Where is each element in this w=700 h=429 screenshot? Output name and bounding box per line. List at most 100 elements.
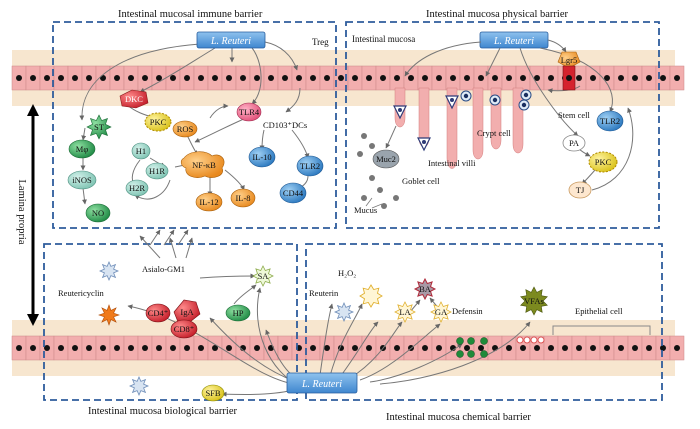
physical-panel — [345, 21, 660, 229]
cell-nucleus — [170, 345, 176, 351]
pa-node — [562, 134, 586, 152]
cell-nucleus — [534, 345, 540, 351]
il8-node — [230, 188, 256, 208]
la-star — [394, 301, 416, 323]
dkc-label: DKC — [125, 94, 143, 104]
cell-nucleus — [72, 75, 78, 81]
cell-nucleus — [408, 75, 414, 81]
inos-node — [67, 170, 97, 190]
cell-nucleus — [310, 75, 316, 81]
pkc-node — [144, 112, 172, 132]
cross-panel-arrows — [149, 229, 189, 246]
cell-nucleus — [352, 75, 358, 81]
cd4-node — [145, 303, 171, 323]
stem-cell-label: Stem cell — [558, 110, 591, 120]
tlr2-node-immune — [296, 155, 324, 177]
cell-nucleus — [170, 75, 176, 81]
cell-nucleus — [212, 75, 218, 81]
ba-star — [413, 277, 437, 301]
hp-node — [225, 304, 251, 322]
cell-nucleus — [282, 75, 288, 81]
cell-nucleus — [30, 75, 36, 81]
nfkb-label: NF-κB — [192, 160, 216, 170]
vfas-node — [520, 286, 548, 316]
iga-label: IgA — [180, 307, 194, 317]
cell-nucleus — [58, 75, 64, 81]
lgr5-node — [557, 51, 581, 69]
muc2-label: Muc2 — [376, 154, 396, 164]
cell-nucleus — [128, 75, 134, 81]
cell-nucleus — [646, 75, 652, 81]
tlr4-label: TLR4 — [239, 107, 260, 117]
ros-node — [172, 120, 198, 138]
stem-cell-nucleus — [566, 75, 572, 81]
cell-nucleus — [254, 345, 260, 351]
il12-node — [195, 192, 223, 212]
intestinal-mucosa-label: Intestinal mucosa — [352, 34, 415, 44]
chemical-panel — [305, 243, 663, 401]
goblet-cells — [393, 95, 459, 152]
cell-nucleus — [604, 75, 610, 81]
cell-nucleus — [352, 345, 358, 351]
cell-nucleus — [436, 75, 442, 81]
cell-nucleus — [436, 345, 442, 351]
st-label: ST — [94, 122, 105, 132]
cell-nucleus — [576, 75, 582, 81]
sfb-label: SFB — [205, 388, 220, 398]
macrophage-node — [68, 139, 96, 159]
cell-nucleus — [450, 75, 456, 81]
chemical-panel-title: Intestinal mucosa chemical barrier — [386, 412, 531, 423]
cd103-label: CD103⁺DCs — [263, 120, 307, 130]
vfa-vesicles — [516, 336, 545, 344]
cell-nucleus — [184, 345, 190, 351]
ga-star — [430, 301, 452, 323]
h2r-label: H2R — [129, 183, 145, 193]
tj-node — [568, 181, 592, 199]
cell-nucleus — [394, 345, 400, 351]
cell-nucleus — [324, 345, 330, 351]
cd8-label: CD8⁺ — [174, 324, 195, 334]
treg-label: Treg — [312, 37, 329, 47]
cell-nucleus — [226, 75, 232, 81]
physical-arrows — [385, 39, 634, 191]
arrow-head-up — [27, 104, 39, 116]
defensin-label: Defensin — [452, 306, 483, 316]
h2r-node — [125, 179, 149, 197]
cell-nucleus — [268, 75, 274, 81]
reuterin-star — [333, 301, 355, 323]
cell-nucleus — [156, 75, 162, 81]
cell-nucleus — [380, 75, 386, 81]
cell-nucleus — [478, 345, 484, 351]
cd8-node — [170, 319, 198, 339]
cell-nucleus — [282, 345, 288, 351]
physical-panel-title: Intestinal mucosa physical barrier — [426, 9, 568, 20]
tlr2-label-physical: TLR2 — [600, 116, 620, 126]
cd4-label: CD4⁺ — [148, 308, 169, 318]
cell-nucleus — [618, 75, 624, 81]
cell-nucleus — [114, 75, 120, 81]
cell-nucleus — [506, 345, 512, 351]
h1-label: H1 — [136, 146, 146, 156]
mucus-label: Mucus — [354, 205, 377, 215]
biological-panel-title: Intestinal mucosa biological barrier — [88, 406, 237, 417]
mucus-dots — [357, 133, 399, 209]
cell-nucleus — [548, 75, 554, 81]
immune-panel — [52, 21, 337, 229]
cell-nucleus — [394, 75, 400, 81]
sa-label: SA — [258, 271, 270, 281]
st-node — [86, 114, 112, 140]
pkc-node-physical — [588, 151, 618, 173]
tj-label: TJ — [576, 185, 585, 195]
bacteria-star-1 — [98, 260, 120, 282]
reuteri-box-bottom — [286, 372, 358, 394]
cell-nucleus — [142, 75, 148, 81]
reutericyclin-star — [98, 304, 120, 326]
dkc-node — [119, 89, 149, 109]
reuteri-label-physical: L. Reuteri — [493, 36, 534, 47]
cell-nucleus — [212, 345, 218, 351]
cell-nucleus — [226, 345, 232, 351]
cell-nucleus — [576, 345, 582, 351]
cell-nucleus — [646, 345, 652, 351]
hp-label: HP — [233, 308, 244, 318]
